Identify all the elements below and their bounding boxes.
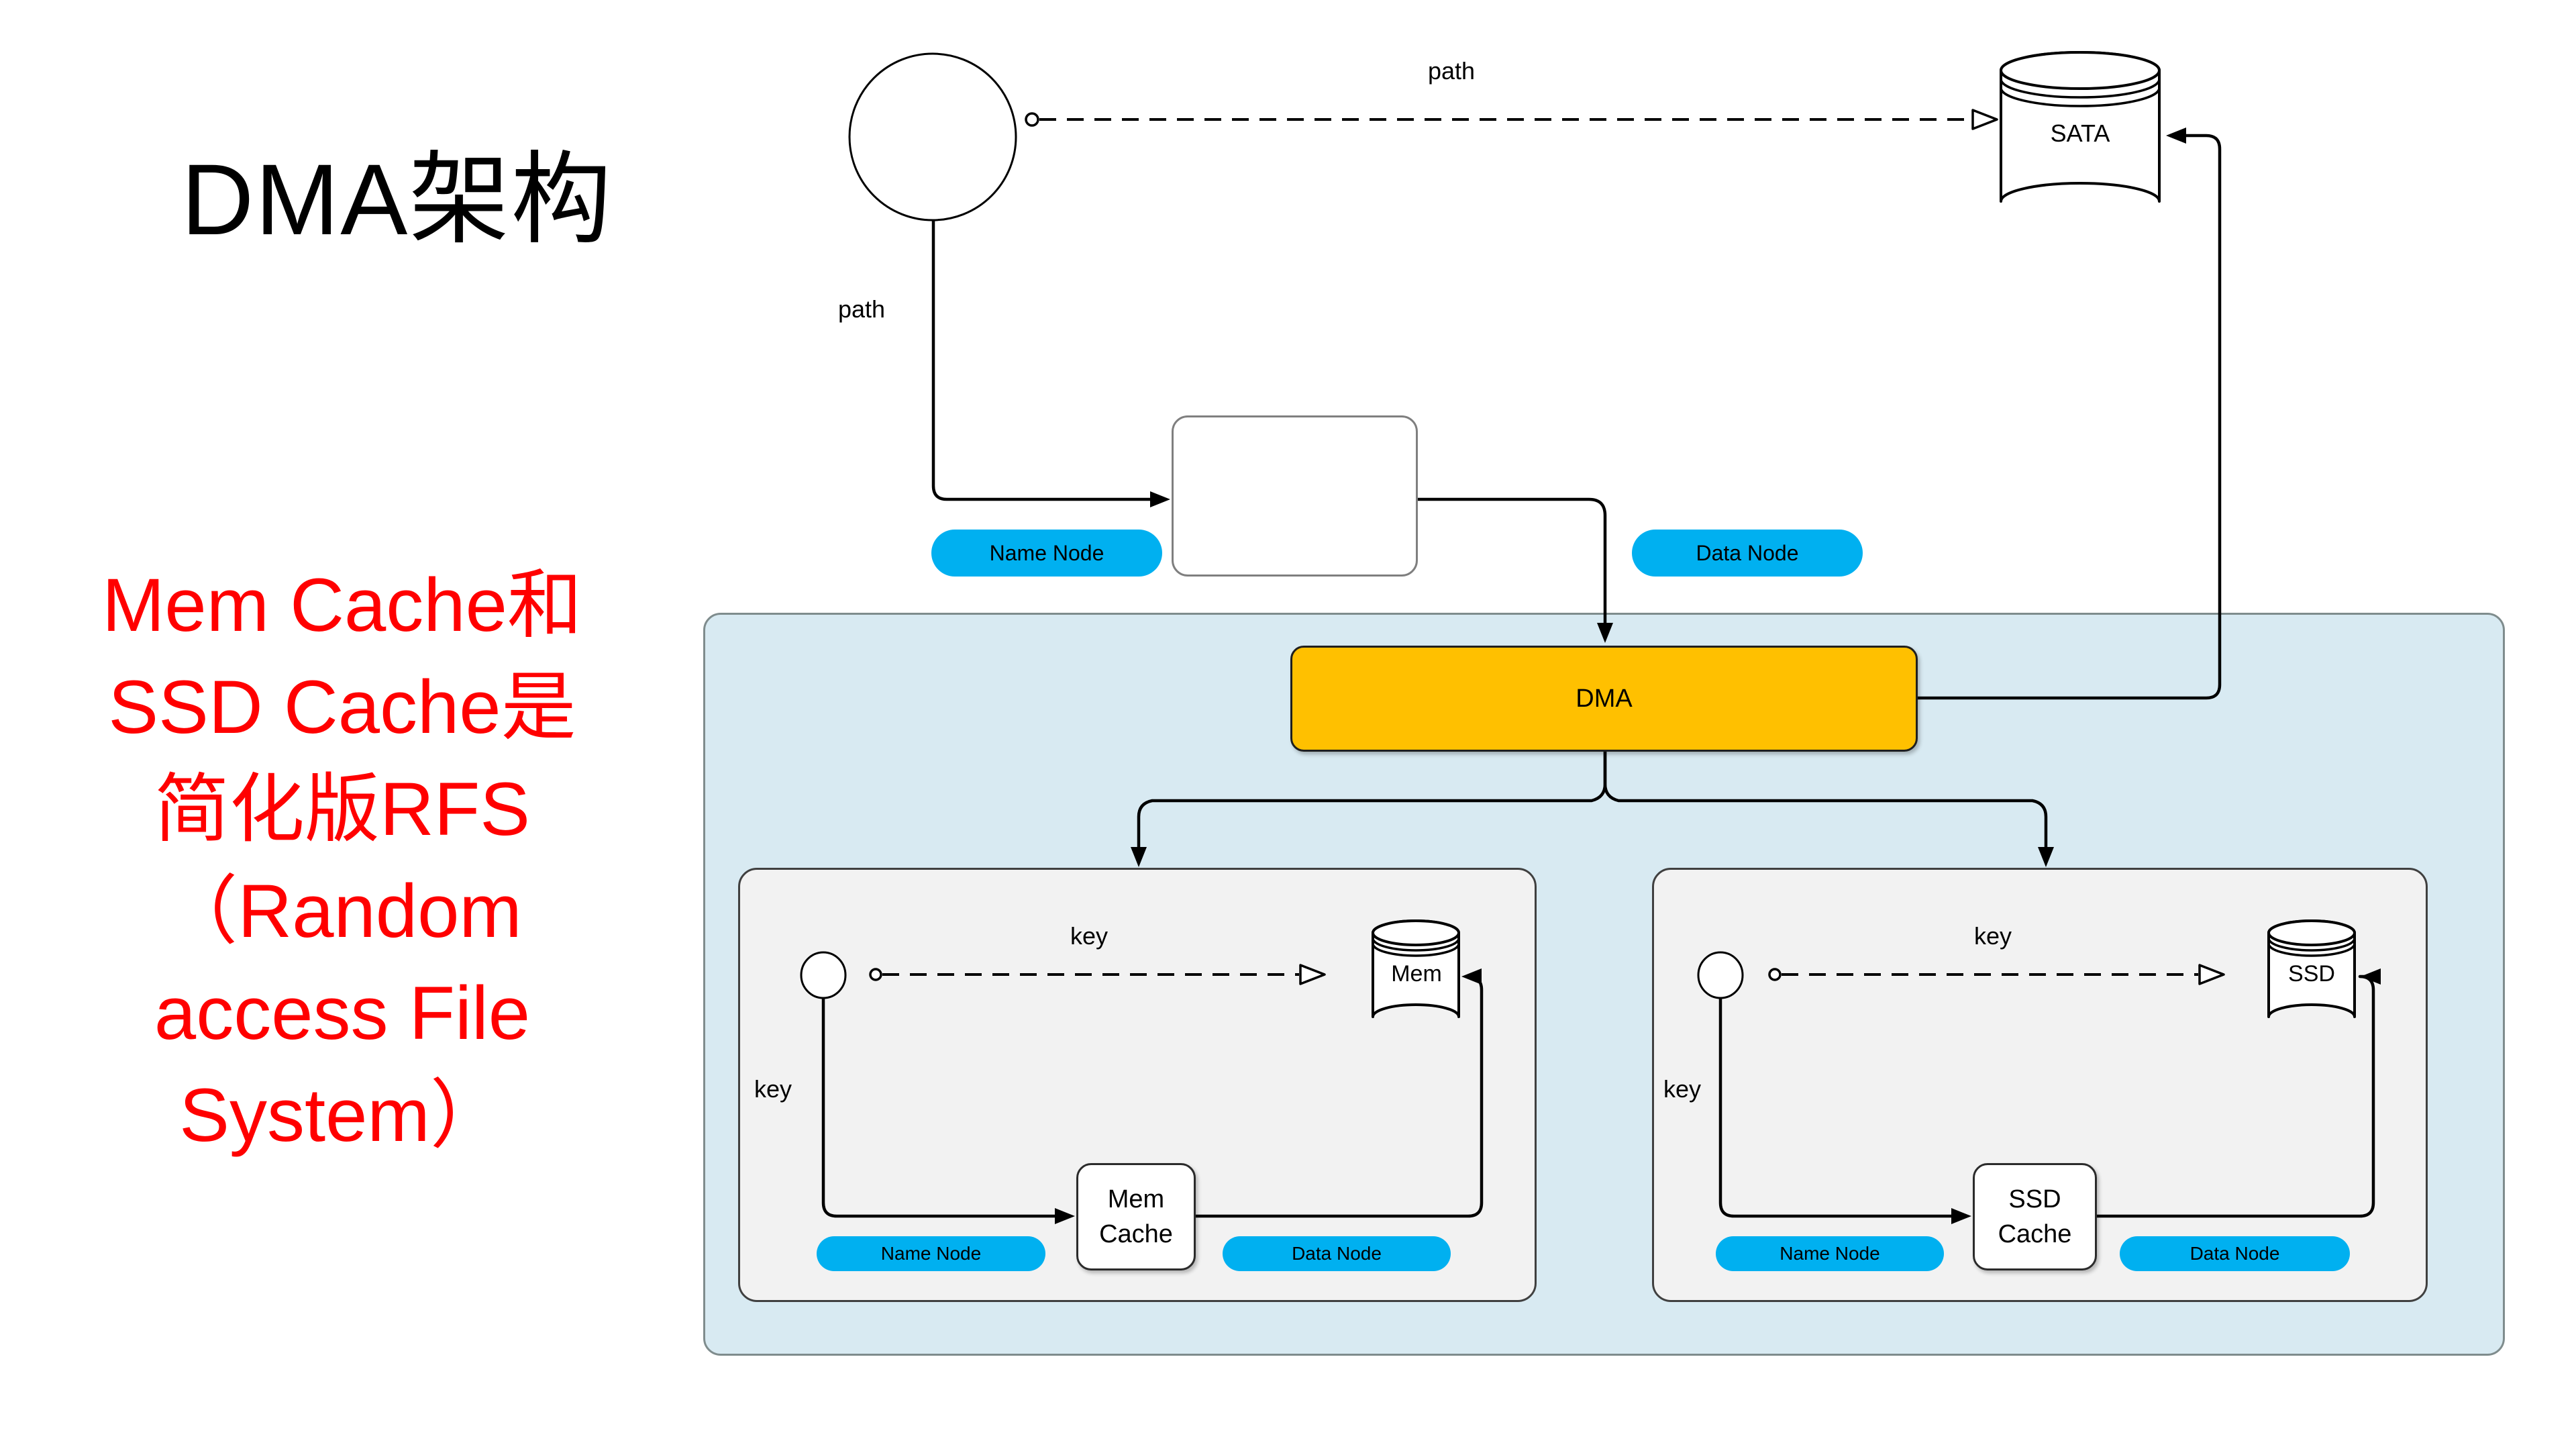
connector-dma-to-mem-cluster <box>1137 752 1607 860</box>
sata-cylinder-top <box>2000 51 2161 90</box>
ssd-cylinder-ring <box>2267 938 2356 957</box>
name-node-pill-top: Name Node <box>931 530 1162 577</box>
side-note-line: SSD Cache是 <box>108 665 576 749</box>
arrowhead-icon <box>1131 847 1147 867</box>
side-note-line: System） <box>179 1073 505 1157</box>
arrowhead-icon <box>1951 1208 1971 1224</box>
mem-client-circle-node <box>800 951 847 999</box>
connector-ssdcache-to-ssd <box>2097 975 2375 1218</box>
ssd-key-label-vertical: key <box>1663 1075 1702 1103</box>
ssd-cylinder-label: SSD <box>2288 961 2335 987</box>
side-note-line: access File <box>154 971 531 1055</box>
connector-path-to-box <box>931 221 1164 501</box>
open-arrowhead-icon <box>1299 964 1326 985</box>
ssd-key-label-horizontal: key <box>1973 922 2012 950</box>
arrowhead-icon <box>1150 491 1170 507</box>
arrowhead-icon <box>2361 968 2381 985</box>
mem-cylinder-ring <box>1372 938 1460 957</box>
ssd-name-node-pill: Name Node <box>1716 1236 1944 1271</box>
ssd-cache-node: SSD Cache <box>1973 1163 2097 1270</box>
connector-box-to-dma <box>1418 497 1607 636</box>
open-arrowhead-icon <box>1971 109 1998 130</box>
arrowhead-icon <box>1597 623 1613 643</box>
connector-start-dot <box>1025 112 1039 127</box>
connector-start-dot <box>1768 968 1782 981</box>
mem-cylinder-top <box>1372 919 1460 946</box>
arrowhead-icon <box>1461 968 1482 985</box>
client-circle-node <box>848 52 1017 221</box>
side-note-line: Mem Cache和 <box>102 563 582 647</box>
sata-label: SATA <box>2050 119 2110 147</box>
mem-key-label-horizontal: key <box>1070 922 1109 950</box>
connector-key-to-memcache <box>821 998 1068 1218</box>
arrowhead-icon <box>2166 128 2186 144</box>
ssd-cache-label-line2: Cache <box>1998 1220 2072 1248</box>
arrowhead-icon <box>1055 1208 1075 1224</box>
sata-cylinder-ring <box>2000 79 2161 107</box>
mem-cache-label-line1: Mem <box>1107 1185 1165 1213</box>
data-node-pill-top: Data Node <box>1632 530 1863 577</box>
mem-key-label-vertical: key <box>754 1075 792 1103</box>
path-label-vertical: path <box>837 295 886 323</box>
mem-cache-label-line2: Cache <box>1099 1220 1173 1248</box>
connector-start-dot <box>869 968 882 981</box>
mem-name-node-pill: Name Node <box>817 1236 1045 1271</box>
side-note-line: 简化版RFS <box>154 767 530 851</box>
open-arrowhead-icon <box>2198 964 2225 985</box>
ssd-cylinder-top <box>2267 919 2356 946</box>
side-note: Mem Cache和 SSD Cache是 简化版RFS （Random acc… <box>60 554 624 1166</box>
dma-label: DMA <box>1576 684 1633 713</box>
mem-data-node-pill: Data Node <box>1223 1236 1451 1271</box>
connector-dma-to-sata <box>1918 134 2222 700</box>
connector-key-to-ssdcache <box>1718 998 1965 1218</box>
connector-memcache-to-mem <box>1196 975 1484 1218</box>
connector-dma-to-ssd-cluster <box>1603 752 2048 860</box>
arrowhead-icon <box>2038 847 2054 867</box>
ssd-cache-label-line1: SSD <box>2008 1185 2061 1213</box>
side-note-line: （Random <box>162 869 522 953</box>
ssd-data-node-pill: Data Node <box>2120 1236 2350 1271</box>
page-title: DMA架构 <box>181 143 613 256</box>
name-node-shape <box>1172 415 1418 577</box>
dma-node: DMA <box>1290 646 1918 752</box>
mem-cache-node: Mem Cache <box>1076 1163 1196 1270</box>
ssd-client-circle-node <box>1697 951 1744 999</box>
mem-cylinder-label: Mem <box>1391 961 1442 987</box>
path-label-horizontal: path <box>1427 57 1476 85</box>
